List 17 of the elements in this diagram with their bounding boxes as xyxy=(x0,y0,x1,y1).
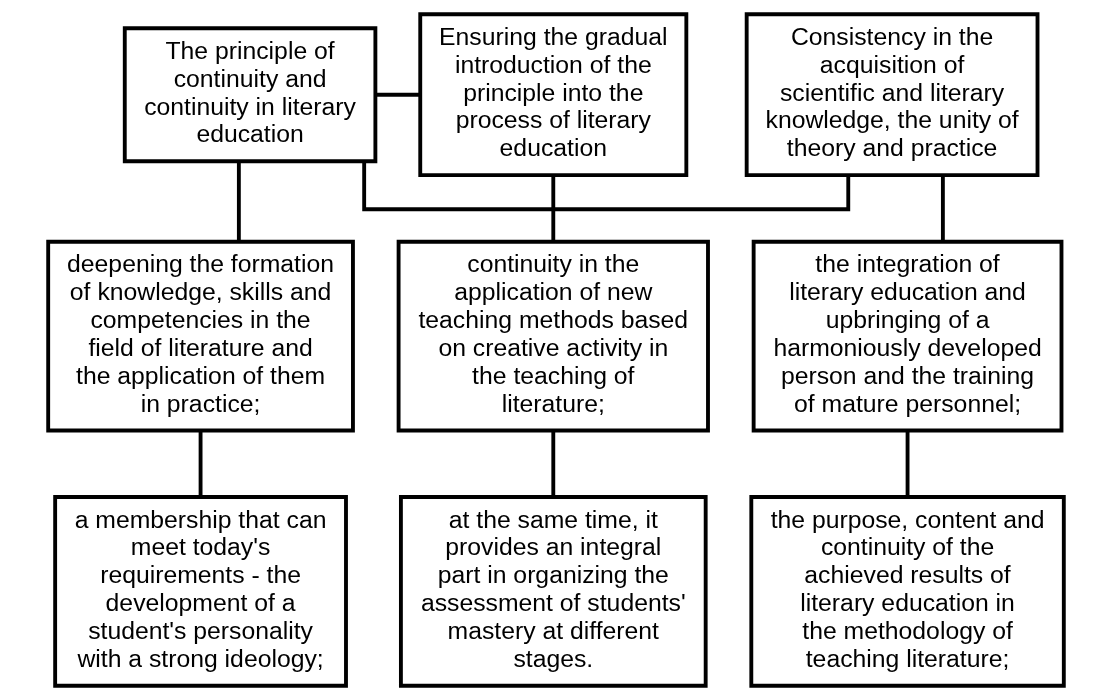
connector xyxy=(236,161,241,242)
node-box: Consistency in the acquisition of scientific and literary knowledge, the unity of theory and practice xyxy=(744,12,1040,178)
connector xyxy=(940,175,945,242)
connector xyxy=(905,431,910,497)
node-box: Ensuring the gradual introduction of the principle into the process of literary education xyxy=(418,12,689,178)
node-box: deepening the formation of knowledge, skills and competencies in the field of literature and the application of them in practice; xyxy=(46,239,355,433)
connector xyxy=(198,431,203,497)
node-box: The principle of continuity and continuity in literary education xyxy=(122,26,378,164)
connector xyxy=(551,175,556,242)
node-box: the purpose, content and continuity of the achieved results of literary education in the methodology of teaching literature; xyxy=(749,495,1066,688)
node-box: continuity in the application of new teaching methods based on creative activity in the teaching of literature; xyxy=(396,239,710,433)
connector xyxy=(375,92,420,97)
connector xyxy=(551,431,556,497)
node-box: a membership that can meet today's requirements - the development of a student's personality with a strong ideology; xyxy=(53,495,348,688)
node-box: the integration of literary education and upbringing of a harmoniously developed person and the training of mature personnel; xyxy=(751,239,1064,433)
node-box: at the same time, it provides an integral part in organizing the assessment of students' mastery at different stages. xyxy=(398,495,708,688)
connector xyxy=(362,161,851,212)
